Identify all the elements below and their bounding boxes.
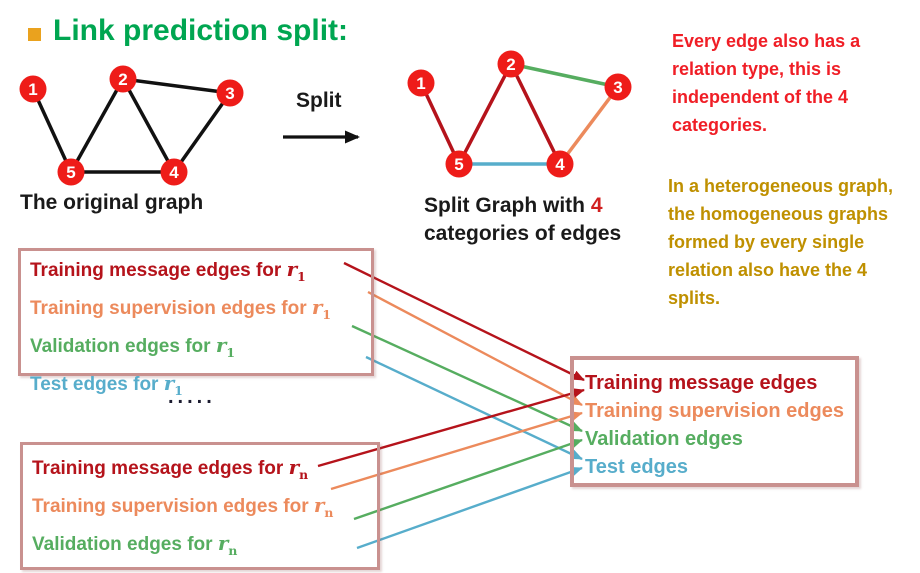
original-graph-nodes: 1 2 3 4 5 (19, 65, 244, 186)
split-caption-prefix: Split Graph with (424, 194, 591, 217)
rn-validation-row: Validation edges for rn (32, 530, 238, 558)
rn-splits-box: Training message edges for rn Training s… (20, 442, 380, 573)
edge-2-3 (122, 77, 231, 95)
svg-text:3: 3 (613, 78, 622, 97)
svg-text:4: 4 (169, 163, 179, 182)
split-edge-3-4-training-supervision (558, 85, 620, 166)
svg-text:5: 5 (454, 155, 463, 174)
graph-node: 2 (109, 65, 137, 93)
split-arrow-label: Split (296, 89, 342, 112)
split-graph-caption: Split Graph with 4 categories of edges (424, 192, 621, 248)
split-caption-suffix: categories of edges (424, 222, 622, 245)
graph-node: 1 (19, 75, 47, 103)
combined-training-supervision-row: Training supervision edges (585, 400, 844, 422)
graph-node: 5 (445, 150, 473, 178)
split-edge-2-3-validation (510, 62, 619, 89)
r1-connectors (343, 261, 585, 461)
edge-1-5 (31, 88, 73, 173)
split-graph-nodes: 1 2 3 4 5 (407, 50, 632, 178)
ellipsis: ..... (168, 386, 216, 408)
combined-test-row: Test edges (585, 456, 688, 478)
page-title: Link prediction split: (53, 14, 349, 47)
svg-text:3: 3 (225, 84, 234, 103)
r1-training-supervision-row: Training supervision edges for r1 (30, 294, 332, 322)
rn-test-row: Test edges for rn (32, 566, 377, 573)
combined-splits-box: Training message edges Training supervis… (570, 356, 859, 487)
svg-text:1: 1 (416, 74, 425, 93)
graph-node: 4 (160, 158, 188, 186)
arrow-r1-test (365, 355, 583, 461)
split-edge-2-5-training-message (457, 63, 513, 165)
graph-node: 4 (546, 150, 574, 178)
arrow-rn-training-supervision (330, 411, 583, 491)
rn-training-supervision-row: Training supervision edges for rn (32, 492, 334, 520)
graph-node: 1 (407, 69, 435, 97)
rn-connectors (317, 388, 585, 550)
relation-type-note: Every edge also has a relation type, thi… (672, 31, 861, 135)
svg-text:5: 5 (66, 163, 75, 182)
combined-training-message-row: Training message edges (585, 372, 818, 394)
split-edge-1-5-training-message (419, 82, 461, 165)
split-caption-number: 4 (590, 194, 603, 217)
arrow-r1-validation (351, 324, 583, 433)
edge-2-4 (121, 78, 176, 173)
arrow-rn-training-message (317, 388, 585, 468)
r1-validation-row: Validation edges for r1 (30, 332, 235, 360)
svg-text:4: 4 (555, 155, 565, 174)
original-graph-caption: The original graph (20, 191, 204, 214)
original-graph-edges (31, 77, 232, 174)
heterogeneous-note: In a heterogeneous graph, the homogeneou… (668, 176, 894, 308)
svg-text:1: 1 (28, 80, 37, 99)
graph-node: 2 (497, 50, 525, 78)
arrow-r1-training-supervision (367, 290, 583, 407)
r1-test-row: Test edges for r1 (30, 370, 183, 398)
arrow-r1-training-message (343, 261, 585, 382)
arrow-rn-validation (353, 438, 583, 521)
graph-node: 3 (604, 73, 632, 101)
svg-text:2: 2 (506, 55, 515, 74)
split-graph-edges (419, 62, 620, 166)
title-row: Link prediction split: (28, 14, 348, 48)
graph-node: 3 (216, 79, 244, 107)
svg-text:2: 2 (118, 70, 127, 89)
arrow-rn-test (356, 466, 583, 550)
r1-splits-box: Training message edges for r1 Training s… (18, 248, 374, 398)
rn-training-message-row: Training message edges for rn (32, 455, 309, 482)
graph-node: 5 (57, 158, 85, 186)
edge-3-4 (172, 91, 232, 174)
combined-validation-row: Validation edges (585, 428, 743, 450)
split-edge-2-4-training-message (509, 63, 562, 165)
edge-2-5 (69, 78, 125, 173)
r1-training-message-row: Training message edges for r1 (30, 257, 306, 284)
bullet-square-icon (28, 27, 41, 41)
